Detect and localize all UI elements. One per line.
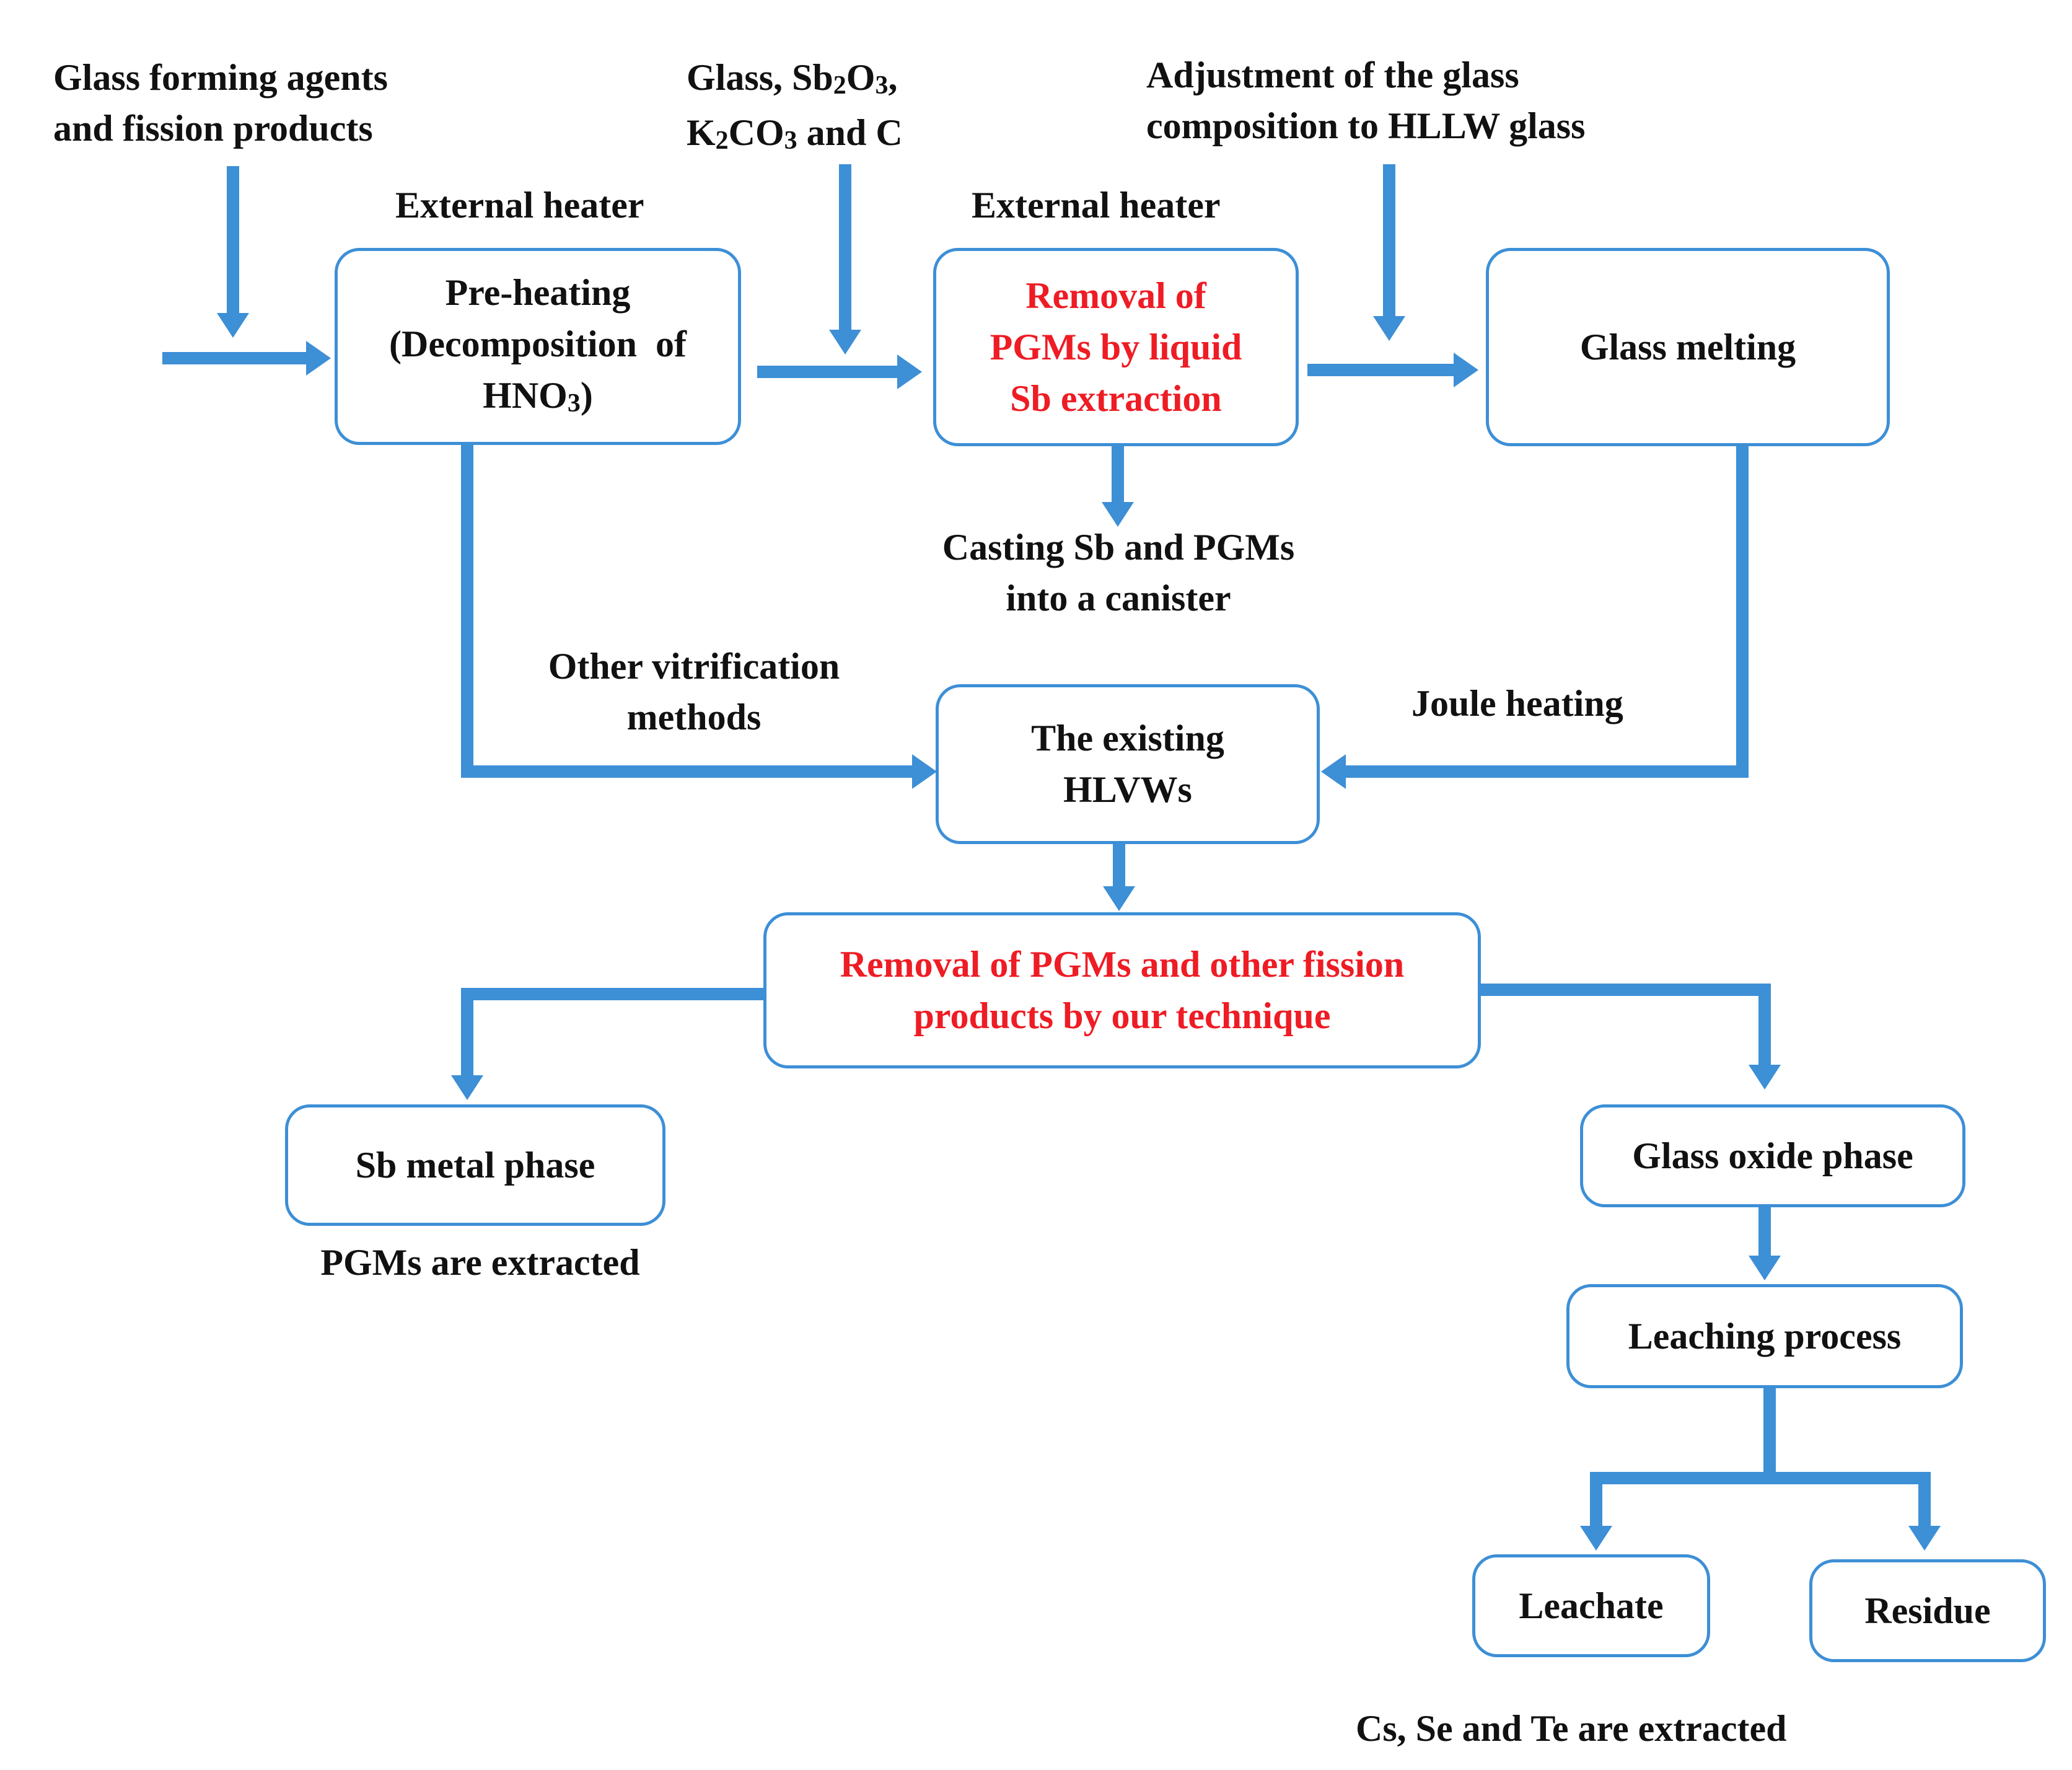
input-adjustment: Adjustment of the glass composition to H… — [1146, 55, 1586, 146]
label-pgms-extracted: PGMs are extracted — [320, 1242, 640, 1283]
label-external-heater-1: External heater — [395, 185, 644, 226]
arrow-leaching-split — [1580, 1388, 1941, 1551]
arrow-existing-to-technique — [1103, 844, 1135, 911]
label-cs-se-te-extracted: Cs, Se and Te are extracted — [1356, 1708, 1787, 1749]
box-existing-hlvws: The existing HLVWs — [936, 684, 1320, 844]
sb-reagents-line-2: K2CO3 and C — [687, 112, 903, 156]
input-sb-reagents: Glass, Sb2O3, K2CO3 and C — [687, 52, 903, 162]
sb-reagents-line-1: Glass, Sb2O3, — [687, 57, 898, 100]
arrow-technique-to-sb-metal — [451, 988, 763, 1100]
arrow-glass-forming-down — [217, 166, 249, 338]
arrow-sb-reagents-down — [829, 164, 861, 354]
box-sb-metal-phase: Sb metal phase — [285, 1104, 665, 1226]
arrow-removal-to-melting — [1307, 353, 1478, 387]
box-residue: Residue — [1809, 1559, 2046, 1662]
box-leaching-process: Leaching process — [1566, 1284, 1963, 1388]
label-other-vitrification: Other vitrification methods — [548, 646, 840, 738]
arrow-preheating-to-existing — [461, 445, 937, 789]
label-casting: Casting Sb and PGMs into a canister — [942, 527, 1295, 619]
arrow-preheating-to-removal — [757, 354, 922, 389]
arrow-removal-to-casting — [1102, 446, 1134, 527]
label-joule-heating: Joule heating — [1411, 683, 1623, 724]
arrow-oxide-to-leaching — [1749, 1207, 1781, 1280]
label-external-heater-2: External heater — [972, 185, 1221, 226]
arrow-adjustment-down — [1373, 164, 1405, 341]
box-glass-oxide-phase: Glass oxide phase — [1580, 1104, 1965, 1207]
box-leachate: Leachate — [1472, 1554, 1710, 1657]
box-glass-melting: Glass melting — [1486, 248, 1890, 446]
box-removal-technique: Removal of PGMs and other fission produc… — [763, 912, 1481, 1068]
box-removal-sb: Removal of PGMs by liquid Sb extraction — [933, 248, 1299, 446]
input-glass-forming: Glass forming agents and fission product… — [53, 57, 388, 149]
arrow-technique-to-glass-oxide — [1478, 984, 1781, 1090]
arrow-melting-to-existing — [1321, 446, 1749, 789]
arrow-feed-to-preheating — [162, 341, 331, 376]
